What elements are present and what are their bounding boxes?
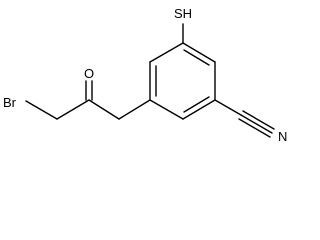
nitrile-attachment-bond	[214, 99, 242, 116]
benzene-ring	[149, 42, 216, 120]
side-chain-alpha-carbon-bond	[56, 99, 90, 120]
nitrile-triple-bond-1	[240, 114, 273, 134]
ring-double-bond-inner-upper-right	[183, 49, 210, 66]
nitrile-nitrogen-label: N	[278, 129, 287, 144]
bromine-label: Br	[3, 95, 17, 110]
chemical-structure: SH N O Br	[3, 6, 287, 144]
ring-bond-upper-left-top	[149, 42, 184, 63]
nitrile-triple-bond-3	[238, 118, 271, 138]
bromine-bond	[25, 100, 58, 120]
ring-bond-bottom-lower-left	[149, 99, 184, 120]
nitrile-triple-bond-2	[242, 110, 275, 130]
ring-double-bond-inner-lower-right	[183, 96, 210, 113]
side-chain-benzyl-bond	[118, 99, 151, 120]
ring-bond-lower-right-bottom	[182, 99, 216, 120]
side-chain-carbonyl-bond	[88, 99, 120, 120]
ring-bond-top-upper-right	[182, 42, 216, 63]
thiol-label: SH	[174, 6, 192, 21]
carbonyl-oxygen-label: O	[84, 66, 94, 81]
